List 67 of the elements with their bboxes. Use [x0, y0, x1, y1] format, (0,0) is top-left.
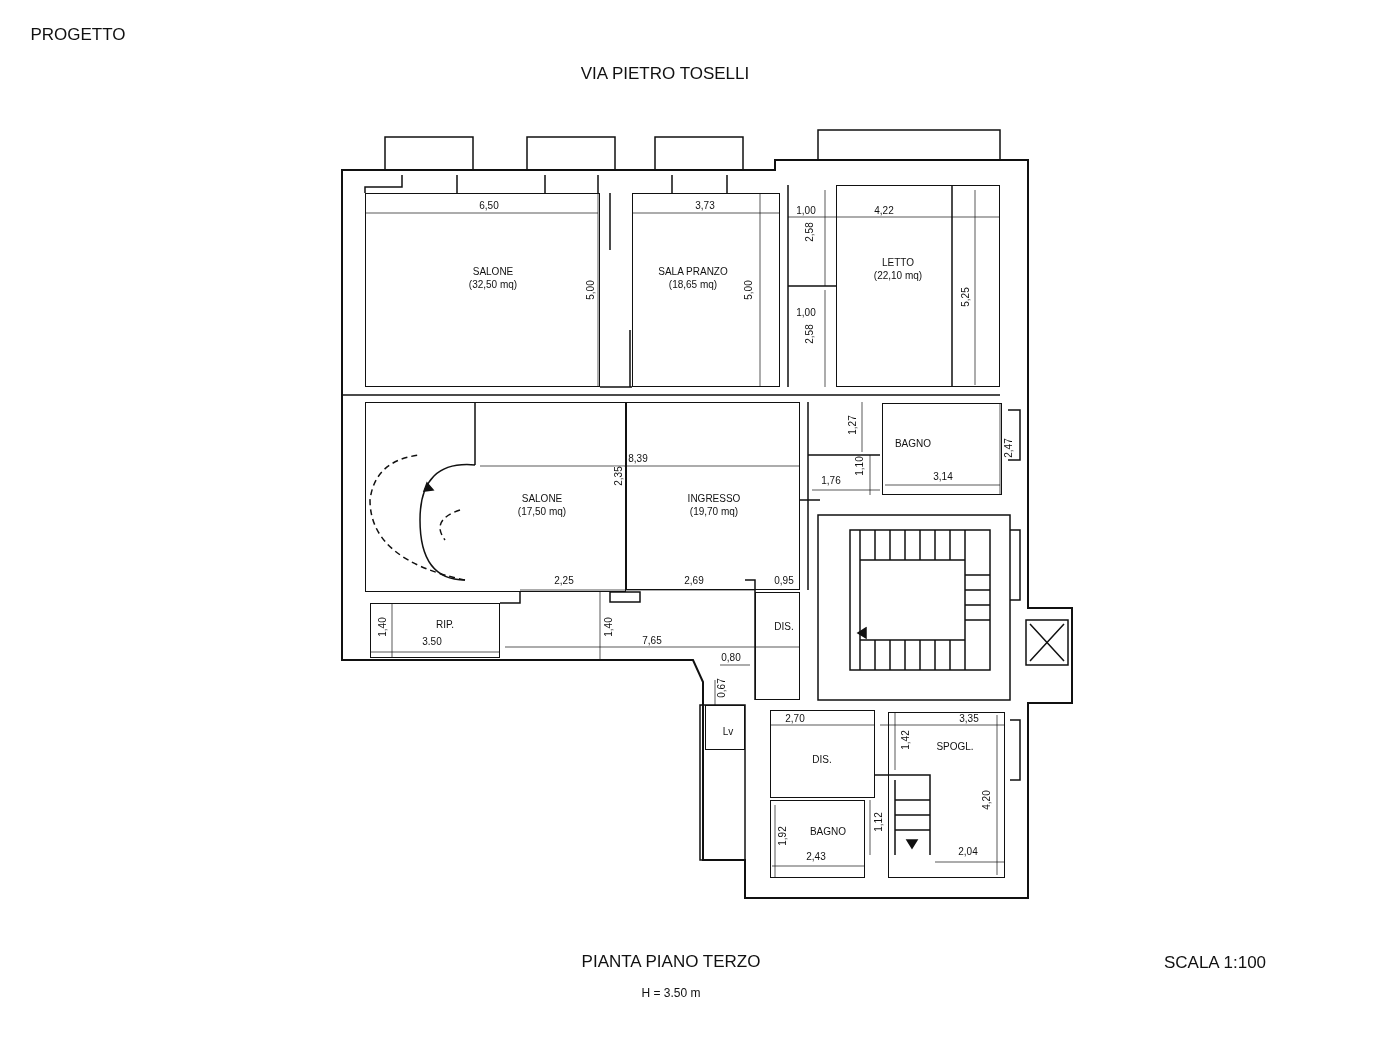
room-outline	[770, 710, 875, 798]
room-name: Lv	[722, 724, 734, 738]
room-name: BAGNO	[809, 824, 847, 838]
dimension-label: 2,25	[554, 576, 574, 586]
room-area-label: (17,50 mq)	[517, 505, 567, 518]
dimension-label: 4,20	[982, 790, 992, 810]
room-outline	[365, 193, 600, 387]
dimension-label: 0,80	[721, 653, 741, 663]
room-outline	[882, 403, 1002, 495]
room-outline	[365, 402, 626, 592]
dimension-label: 5,25	[961, 287, 971, 307]
dimension-label: 1,40	[604, 617, 614, 637]
dimension-label: 1,00	[796, 308, 816, 318]
dimension-label: 3,35	[959, 714, 979, 724]
dimension-label: 1,00	[796, 206, 816, 216]
dimension-label: 2,35	[614, 466, 624, 486]
dimension-label: 1,92	[778, 826, 788, 846]
plan-title: PIANTA PIANO TERZO	[581, 952, 761, 972]
room-name: SPOGL.	[936, 739, 974, 753]
room-outline	[705, 705, 745, 750]
dimension-label: 3.50	[422, 637, 442, 647]
dimension-label: 2,70	[785, 714, 805, 724]
plan-heading: PROGETTO	[30, 25, 126, 43]
dimension-label: 7,65	[642, 636, 662, 646]
room-name: DIS.	[812, 752, 832, 766]
room-area-label: (32,50 mq)	[468, 278, 518, 291]
room-outline	[755, 592, 800, 700]
room-outline	[888, 712, 1005, 878]
dimension-label: 2,43	[806, 852, 826, 862]
room-outline	[770, 800, 865, 878]
room-name: SALONE	[520, 492, 564, 505]
room-area-label: (19,70 mq)	[688, 505, 740, 518]
dimension-label: 8,39	[628, 454, 648, 464]
dimension-label: 1,40	[378, 617, 388, 637]
room-name: DIS.	[774, 619, 794, 633]
dimension-label: 0,95	[774, 576, 794, 586]
room-name: LETTO	[881, 256, 915, 269]
plan-heading: SCALA 1:100	[1163, 953, 1267, 971]
room-area-label: (18,65 mq)	[667, 278, 719, 291]
dimension-label: 2,69	[684, 576, 704, 586]
room-area-label: (22,10 mq)	[873, 269, 923, 282]
dimension-label: 4,22	[874, 206, 894, 216]
dimension-label: 5,00	[586, 280, 596, 300]
plan-heading: H = 3.50 m	[641, 987, 701, 999]
room-name: SALA PRANZO	[658, 265, 728, 278]
dimension-label: 1,76	[821, 476, 841, 486]
room-outline	[632, 193, 780, 387]
room-name: INGRESSO	[687, 492, 741, 505]
room-outline	[836, 185, 1000, 387]
room-name: BAGNO	[894, 436, 932, 450]
dimension-label: 6,50	[479, 201, 499, 211]
dimension-label: 1,10	[855, 456, 865, 476]
room-name: RIP.	[435, 617, 455, 631]
dimension-label: 3,14	[933, 472, 953, 482]
dimension-label: 2,58	[805, 324, 815, 344]
dimension-label: 1,42	[901, 730, 911, 750]
dimension-label: 2,04	[958, 847, 978, 857]
dimension-label: 5,00	[744, 280, 754, 300]
room-outline	[370, 603, 500, 658]
room-outline	[626, 402, 800, 590]
dimension-label: 3,73	[695, 201, 715, 211]
dimension-label: 1,12	[874, 812, 884, 832]
plan-heading: VIA PIETRO TOSELLI	[580, 64, 750, 82]
room-name: SALONE	[471, 265, 515, 278]
dimension-label: 0,67	[717, 678, 727, 698]
dimension-label: 2,58	[805, 222, 815, 242]
dimension-label: 1,27	[848, 415, 858, 435]
